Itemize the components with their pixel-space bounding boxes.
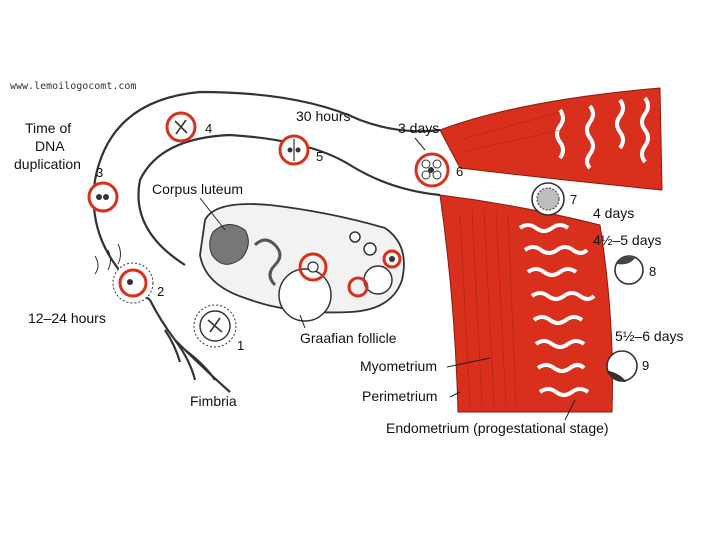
label-perimetrium: Perimetrium [362, 388, 437, 404]
uterus-upper-muscle [439, 87, 663, 191]
stage-numbers: 1 2 3 4 5 6 7 8 9 [96, 121, 656, 373]
stage-7-late-morula [531, 182, 565, 216]
leader-perimetrium [449, 391, 461, 398]
diagram-labels: Time of DNA duplication 12–24 hours 30 h… [14, 108, 684, 436]
small-follicle-ring [382, 249, 402, 269]
follicle-oocyte [307, 261, 319, 273]
ovarian-stroma [253, 238, 282, 287]
stage-markers [87, 111, 644, 382]
label-time-of-dna-1: Time of [25, 120, 71, 136]
leader-myometrium [446, 357, 491, 368]
label-5-6-days: 5½–6 days [615, 328, 684, 344]
leader-3-days [414, 137, 426, 151]
small-follicle [389, 256, 395, 262]
myometrium-body [439, 194, 613, 413]
stage-number-1: 1 [237, 338, 244, 353]
label-30-hours: 30 hours [296, 108, 350, 124]
stage-number-2: 2 [157, 284, 164, 299]
fimbria-fringe [164, 329, 216, 381]
leader-endometrium [564, 399, 576, 421]
stage-8-blastocyst [614, 255, 644, 285]
label-myometrium: Myometrium [360, 358, 437, 374]
leader-corpus-luteum [199, 197, 226, 231]
stage-number-3: 3 [96, 165, 103, 180]
stage-4-cleavage [165, 111, 197, 143]
label-endometrium: Endometrium (progestational stage) [386, 420, 609, 436]
leader-lines [199, 137, 576, 421]
stage-1-oocyte [193, 304, 237, 348]
ovary [199, 203, 405, 322]
stage-number-5: 5 [316, 149, 323, 164]
small-follicle [363, 242, 377, 256]
stage-5-two-cell [278, 134, 310, 166]
label-corpus-luteum: Corpus luteum [152, 181, 243, 197]
stage-number-4: 4 [205, 121, 212, 136]
uterine-tube [92, 90, 441, 393]
small-follicle [349, 231, 361, 243]
corpus-luteum [209, 224, 249, 265]
watermark-text: www.lemoilogocomt.com [10, 81, 136, 92]
label-4-5-days: 4½–5 days [593, 232, 662, 248]
small-follicle [363, 265, 393, 295]
graafian-follicle [278, 268, 332, 322]
stage-3-pronuclei [87, 181, 119, 213]
small-follicle-ring [347, 276, 369, 298]
label-12-24-hours: 12–24 hours [28, 310, 106, 326]
endometrium-glands [518, 96, 650, 397]
label-4-days: 4 days [593, 205, 634, 221]
label-3-days: 3 days [398, 120, 439, 136]
stage-9-implantation [606, 350, 638, 382]
tube-outer-wall [92, 90, 441, 301]
label-fimbria: Fimbria [190, 393, 237, 409]
stage-number-9: 9 [642, 358, 649, 373]
stage-6-morula [414, 152, 450, 188]
uterine-wall [439, 87, 663, 413]
stage-number-7: 7 [570, 192, 577, 207]
stage-number-8: 8 [649, 264, 656, 279]
muscle-fibers [459, 111, 561, 406]
stage-number-6: 6 [456, 164, 463, 179]
label-time-of-dna-3: duplication [14, 156, 81, 172]
follicle-oocyte-ring [298, 252, 328, 282]
stage-2-fertilization [94, 243, 154, 304]
leader-graafian-follicle [299, 314, 306, 329]
label-time-of-dna-2: DNA [35, 138, 65, 154]
tube-inner-wall [137, 133, 441, 266]
label-graafian-follicle: Graafian follicle [300, 330, 397, 346]
